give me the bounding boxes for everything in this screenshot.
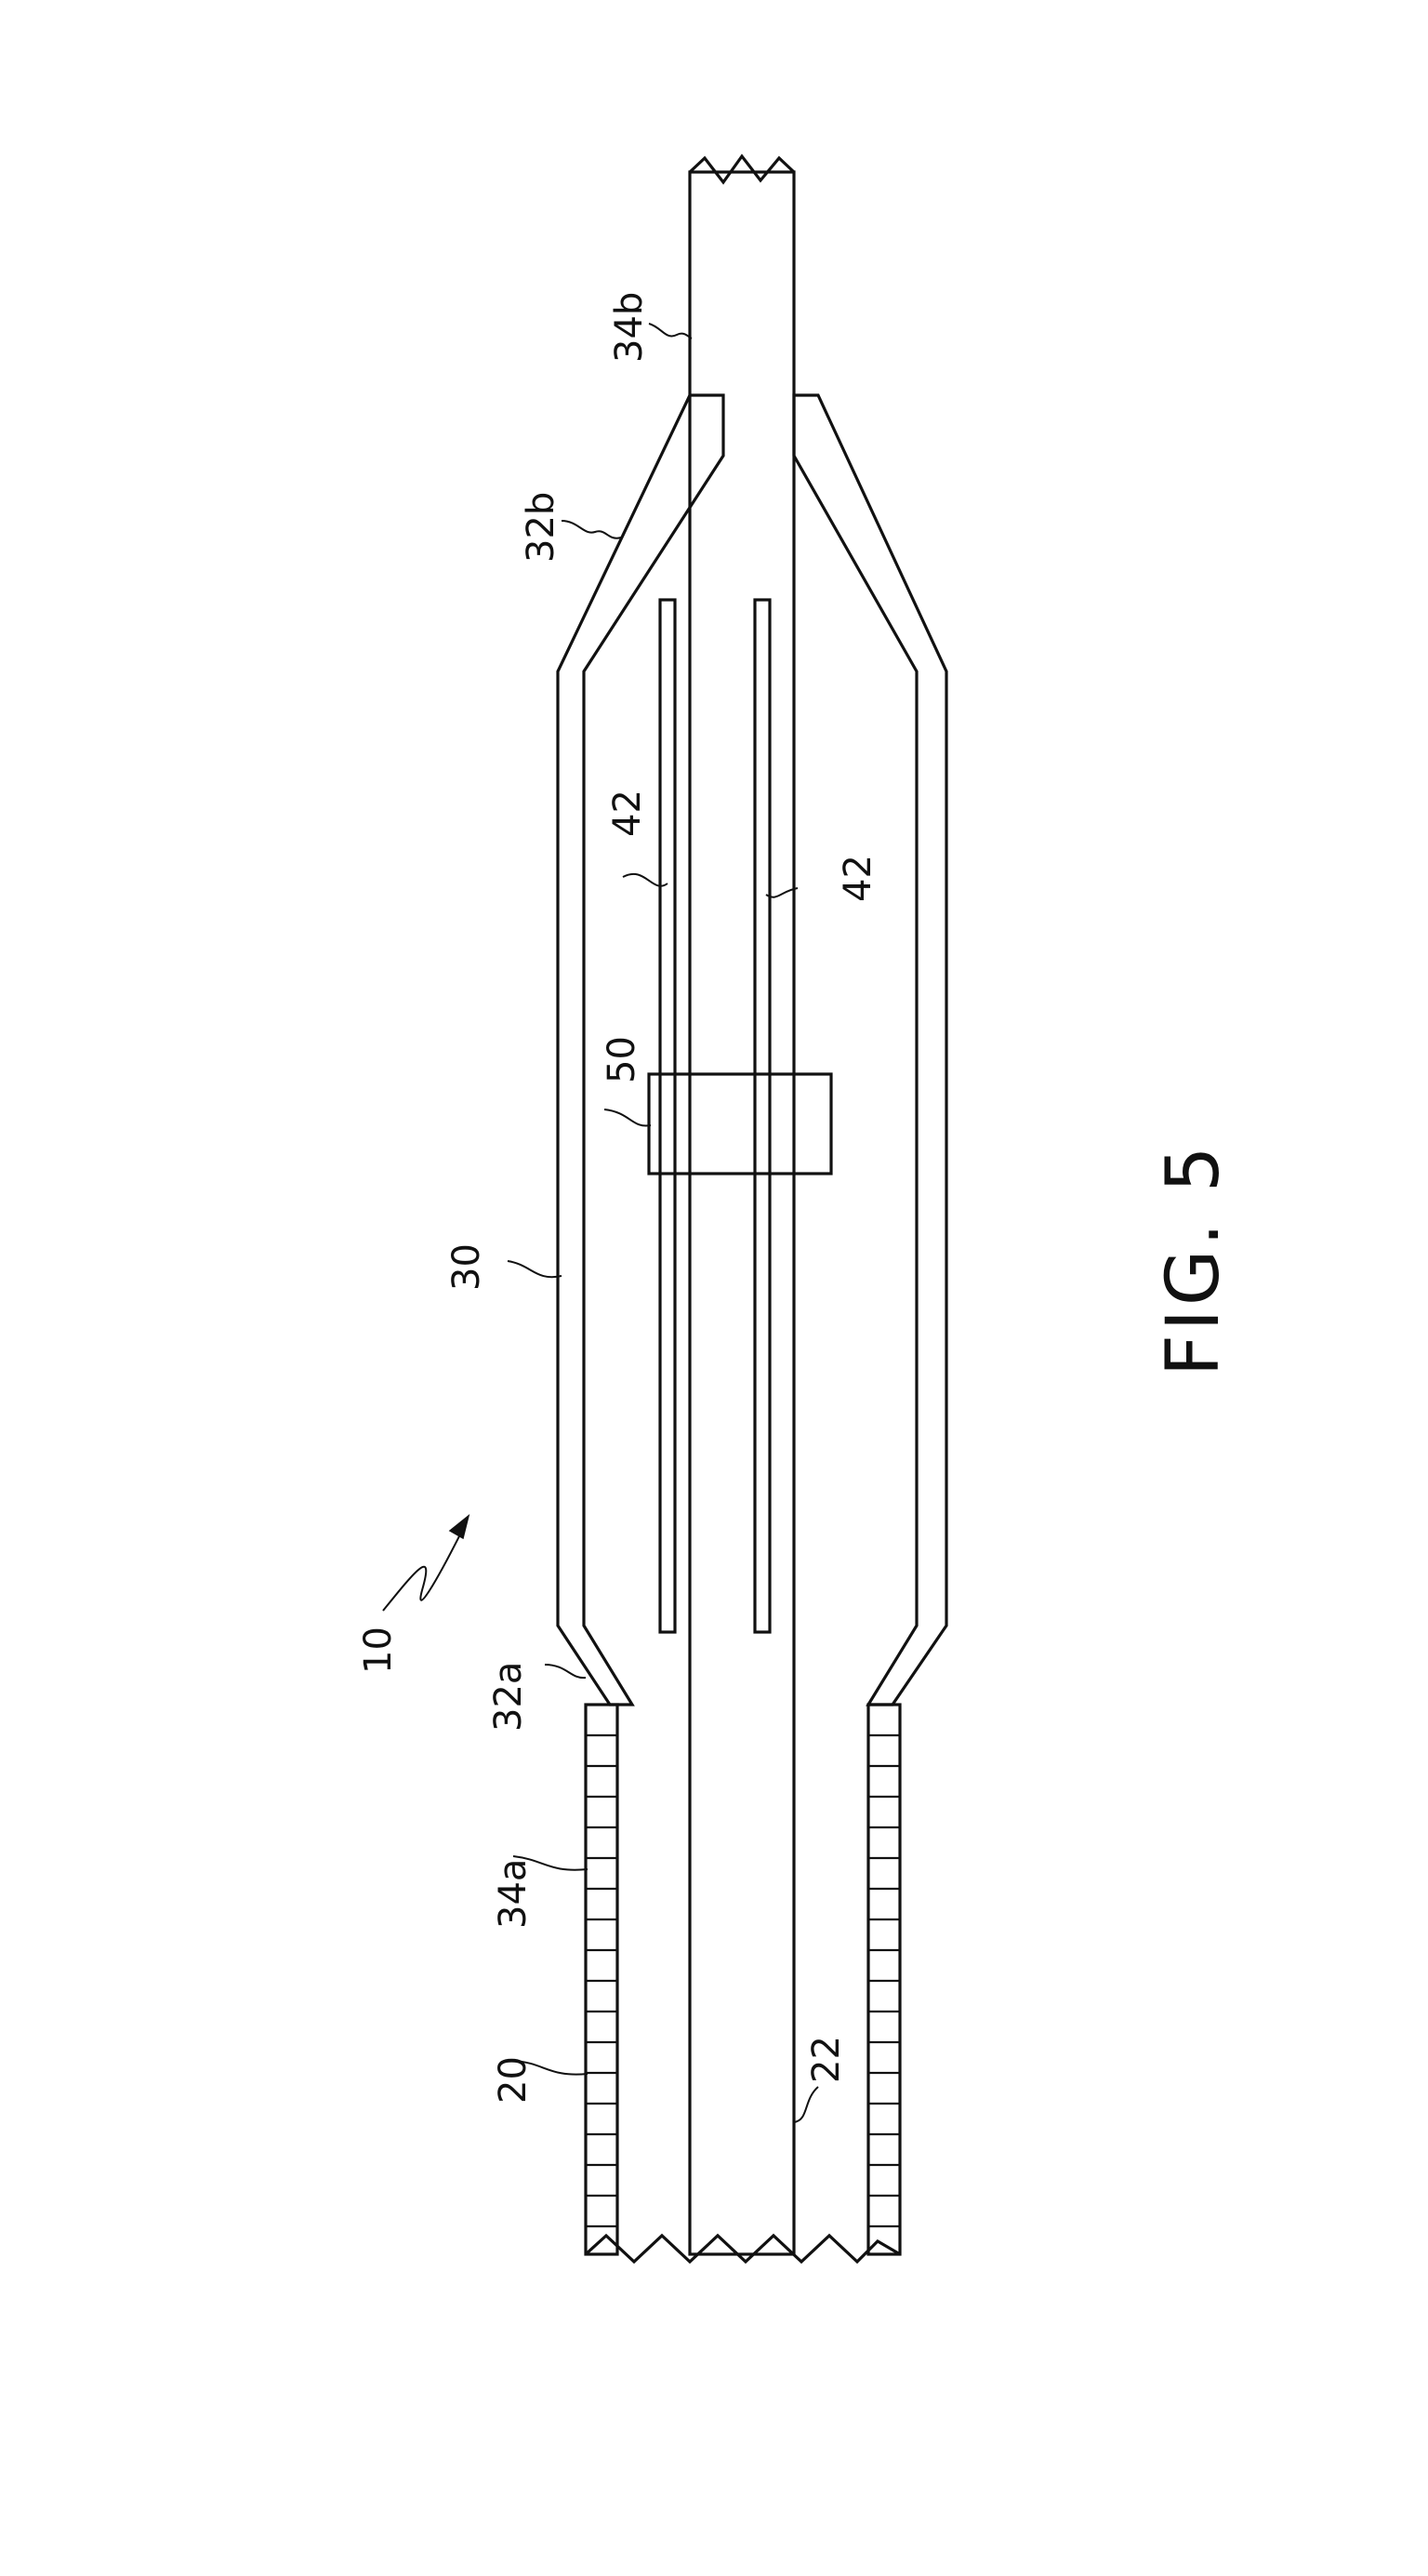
label-30: 30 (445, 1243, 488, 1291)
label-34b: 34b (608, 292, 651, 363)
label-42-lower: 42 (837, 855, 879, 902)
strut-lower (755, 600, 770, 1632)
label-34a: 34a (492, 1859, 535, 1929)
outer-tube-lower-wall (868, 1705, 900, 2254)
label-20: 20 (492, 2056, 535, 2104)
label-50: 50 (601, 1036, 643, 1083)
label-10: 10 (357, 1627, 400, 1674)
leader-lines (383, 324, 818, 2122)
label-32b: 32b (520, 492, 562, 563)
outer-tube-upper-wall (586, 1705, 617, 2254)
body-lower-wall (794, 395, 946, 1705)
break-line-top (690, 156, 794, 182)
label-32a: 32a (487, 1662, 530, 1732)
label-22: 22 (805, 2036, 848, 2083)
break-line-bottom (586, 2236, 900, 2262)
device-assembly (558, 156, 946, 2262)
figure-caption: FIG. 5 (1152, 1142, 1236, 1376)
label-42-upper: 42 (606, 790, 649, 837)
strut-upper (660, 600, 675, 1632)
